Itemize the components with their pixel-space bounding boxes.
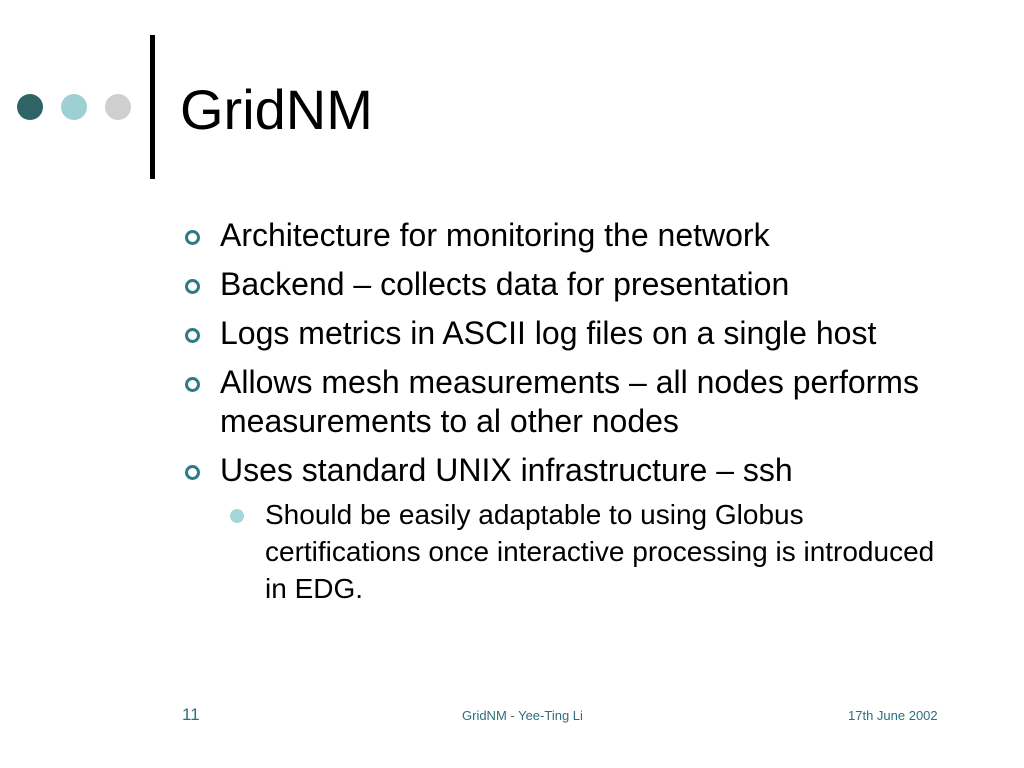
bullet-text: Allows mesh measurements – all nodes per…	[220, 364, 919, 439]
page-number: 11	[182, 705, 200, 724]
bullet-item: Allows mesh measurements – all nodes per…	[180, 363, 960, 441]
bullet-text: Logs metrics in ASCII log files on a sin…	[220, 315, 877, 351]
slide-content: Architecture for monitoring the network …	[180, 216, 960, 617]
sub-bullet-item: Should be easily adaptable to using Glob…	[220, 496, 960, 607]
decorative-dot-light-icon	[61, 94, 87, 120]
title-divider	[150, 35, 155, 179]
ring-bullet-icon	[185, 377, 200, 392]
bullet-item: Logs metrics in ASCII log files on a sin…	[180, 314, 960, 353]
bullet-text: Backend – collects data for presentation	[220, 266, 790, 302]
sub-bullet-list: Should be easily adaptable to using Glob…	[220, 496, 960, 607]
decorative-dot-gray-icon	[105, 94, 131, 120]
sub-bullet-text: Should be easily adaptable to using Glob…	[265, 499, 935, 604]
footer-date: 17th June 2002	[848, 708, 938, 723]
ring-bullet-icon	[185, 230, 200, 245]
ring-bullet-icon	[185, 279, 200, 294]
disc-bullet-icon	[230, 509, 244, 523]
decorative-dot-dark-icon	[17, 94, 43, 120]
bullet-item: Backend – collects data for presentation	[180, 265, 960, 304]
ring-bullet-icon	[185, 328, 200, 343]
ring-bullet-icon	[185, 465, 200, 480]
bullet-list: Architecture for monitoring the network …	[180, 216, 960, 607]
bullet-text: Uses standard UNIX infrastructure – ssh	[220, 452, 793, 488]
footer-center-text: GridNM - Yee-Ting Li	[462, 708, 583, 723]
bullet-text: Architecture for monitoring the network	[220, 217, 770, 253]
slide-title: GridNM	[180, 78, 373, 141]
bullet-item: Architecture for monitoring the network	[180, 216, 960, 255]
bullet-item: Uses standard UNIX infrastructure – ssh …	[180, 451, 960, 607]
